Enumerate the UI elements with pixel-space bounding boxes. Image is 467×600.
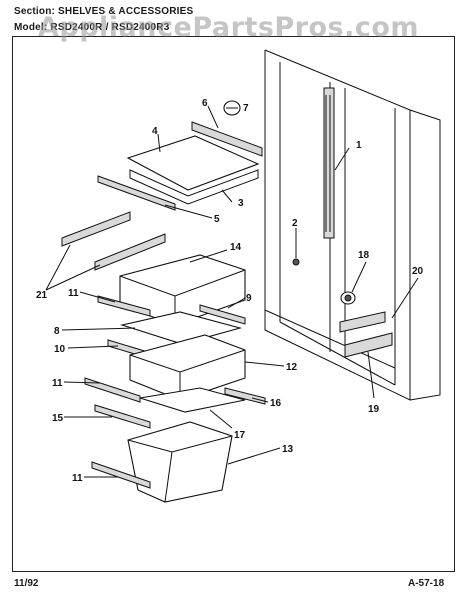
- part-17-tray: [139, 387, 246, 413]
- part-18-knob: [340, 291, 356, 305]
- part-19-bracket: [344, 332, 393, 358]
- part-1-rail: [323, 87, 335, 239]
- callout-21: 21: [36, 290, 48, 301]
- callout-3: 3: [238, 198, 244, 209]
- callout-17: 17: [234, 430, 246, 441]
- part-21-slide-left: [61, 211, 131, 247]
- part-3-frame: [129, 169, 259, 205]
- section-label: Section:: [14, 6, 56, 17]
- callout-7: 7: [243, 103, 249, 114]
- part-4-shelf: [126, 135, 260, 191]
- callout-2: 2: [292, 218, 298, 229]
- watermark: AppliancePartsPros.com: [38, 12, 420, 43]
- part-21-slide-right: [94, 233, 166, 271]
- callout-11-b: 11: [52, 378, 63, 389]
- callout-8: 8: [54, 326, 60, 337]
- model-line: Model: RSD2400R / RSD2400R3: [14, 22, 169, 33]
- part-16-rail: [224, 387, 266, 405]
- callout-13: 13: [282, 444, 294, 455]
- part-20-bracket: [339, 311, 386, 333]
- model-label: Model:: [14, 22, 48, 33]
- callout-12: 12: [286, 362, 298, 373]
- callout-16: 16: [270, 398, 282, 409]
- part-5-slide: [97, 175, 176, 211]
- callout-14: 14: [230, 242, 242, 253]
- footer-page-code: A-57-18: [408, 578, 445, 589]
- callout-11-a: 11: [68, 288, 79, 299]
- footer-date: 11/92: [14, 578, 39, 589]
- leader-lines: [45, 105, 419, 478]
- section-value: SHELVES & ACCESSORIES: [58, 6, 194, 17]
- part-11-slide-3: [91, 461, 151, 489]
- model-value: RSD2400R / RSD2400R3: [50, 22, 170, 33]
- callout-4: 4: [152, 126, 158, 137]
- part-11-slide-2: [84, 377, 141, 403]
- callout-15: 15: [52, 413, 64, 424]
- callout-20: 20: [412, 266, 424, 277]
- part-6-rail: [191, 121, 263, 157]
- callout-18: 18: [358, 250, 370, 261]
- callout-19: 19: [368, 404, 380, 415]
- part-9-slide: [199, 304, 246, 325]
- section-line: Section: SHELVES & ACCESSORIES: [14, 6, 193, 17]
- part-7-clip: [223, 100, 241, 116]
- part-8-cover: [119, 311, 243, 345]
- callout-9: 9: [246, 293, 252, 304]
- diagram-frame: [12, 36, 455, 572]
- callout-10: 10: [54, 344, 66, 355]
- part-15-slide: [94, 404, 151, 429]
- part-2-screw: [292, 258, 300, 266]
- part-13-bin: [127, 421, 233, 503]
- callout-1: 1: [356, 140, 362, 151]
- callout-5: 5: [214, 214, 220, 225]
- callout-11-c: 11: [72, 473, 83, 484]
- callout-6: 6: [202, 98, 208, 109]
